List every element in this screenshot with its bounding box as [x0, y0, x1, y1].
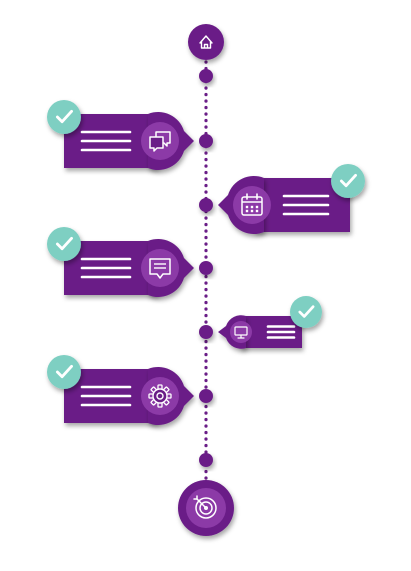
timeline-node	[199, 134, 213, 148]
gear-icon	[148, 384, 172, 408]
timeline-node	[199, 389, 213, 403]
timeline-node	[199, 261, 213, 275]
text-placeholder-lines	[80, 130, 132, 152]
timeline-start	[188, 24, 224, 60]
calendar-icon	[241, 193, 263, 216]
completed-check-badge	[47, 100, 81, 134]
milestone-card-1	[47, 100, 194, 171]
check-icon	[55, 364, 73, 379]
text-placeholder-lines	[282, 194, 330, 216]
check-icon	[55, 109, 73, 124]
timeline-end	[178, 480, 234, 536]
timeline-node	[199, 325, 213, 339]
timeline-node	[199, 69, 213, 83]
target-icon	[193, 495, 217, 519]
completed-check-badge	[47, 227, 81, 261]
check-icon	[339, 173, 357, 188]
message-icon	[149, 258, 171, 279]
chat-bubbles-icon	[149, 131, 171, 152]
timeline-node	[199, 453, 213, 467]
milestone-card-5	[47, 355, 194, 426]
milestone-card-3	[47, 227, 194, 298]
timeline-terminals	[178, 24, 234, 536]
timeline-spine	[199, 60, 213, 486]
check-icon	[55, 236, 73, 251]
text-placeholder-lines	[80, 385, 132, 407]
milestone-card-2	[218, 164, 365, 235]
milestone-card-4	[218, 296, 322, 349]
completed-check-badge	[331, 164, 365, 198]
text-placeholder-lines	[80, 257, 132, 279]
timeline-node	[199, 198, 213, 212]
text-placeholder-lines	[266, 325, 296, 339]
check-icon	[298, 305, 315, 318]
monitor-icon	[234, 326, 248, 339]
milestone-cards	[47, 100, 365, 426]
completed-check-badge	[47, 355, 81, 389]
home-icon	[199, 35, 213, 49]
completed-check-badge	[290, 296, 322, 328]
